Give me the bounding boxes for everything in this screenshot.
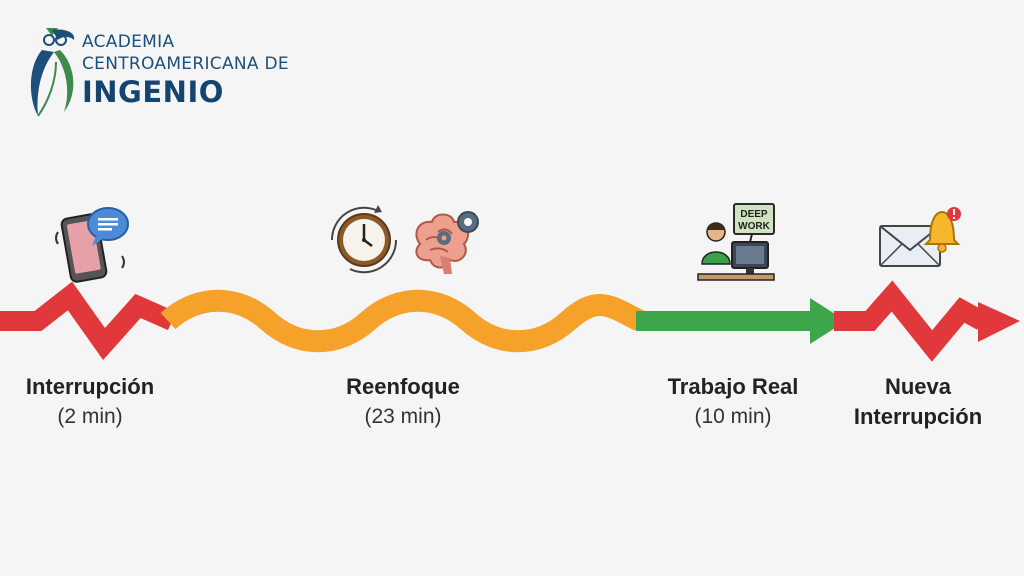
stage-title: Nueva	[884, 374, 952, 399]
stage-label-interruption: Interrupción (2 min)	[26, 372, 154, 432]
logo-line-centroamericana: CENTROAMERICANA DE	[82, 54, 289, 74]
logo-line-ingenio: INGENIO	[82, 75, 224, 109]
academy-logo: ACADEMIA CENTROAMERICANA DE INGENIO	[82, 34, 289, 107]
stage-title: Reenfoque	[346, 374, 460, 399]
new-interruption-segment	[834, 280, 987, 362]
phone-notification-icon	[55, 207, 129, 283]
stage-label-refocus: Reenfoque (23 min)	[346, 372, 460, 432]
new-interruption-arrowhead	[978, 302, 1020, 342]
stage-title: Interrupción	[25, 374, 155, 399]
logo-line-academia: ACADEMIA	[82, 32, 175, 52]
refocus-segment	[160, 289, 645, 353]
email-bell-icon	[879, 207, 961, 267]
deep-work-sign-line1: DEEP	[740, 209, 768, 220]
stage-duration: (2 min)	[57, 405, 123, 428]
stage-duration: (10 min)	[694, 405, 772, 428]
clock-icon	[330, 205, 398, 274]
stage-title: Trabajo Real	[667, 374, 799, 399]
stage-label-real-work: Trabajo Real (10 min)	[668, 372, 799, 432]
owl-logo-icon	[30, 28, 75, 117]
deep-work-icon: DEEP WORK	[697, 203, 775, 281]
real-work-segment	[636, 298, 846, 344]
stage-title-line2: Interrupción	[853, 404, 983, 429]
interruption-segment	[0, 281, 177, 361]
deep-work-sign-line2: WORK	[738, 221, 770, 232]
brain-gear-icon	[415, 211, 479, 274]
stage-label-new-interruption: Nueva Interrupción	[854, 372, 982, 432]
stage-duration: (23 min)	[364, 405, 442, 428]
